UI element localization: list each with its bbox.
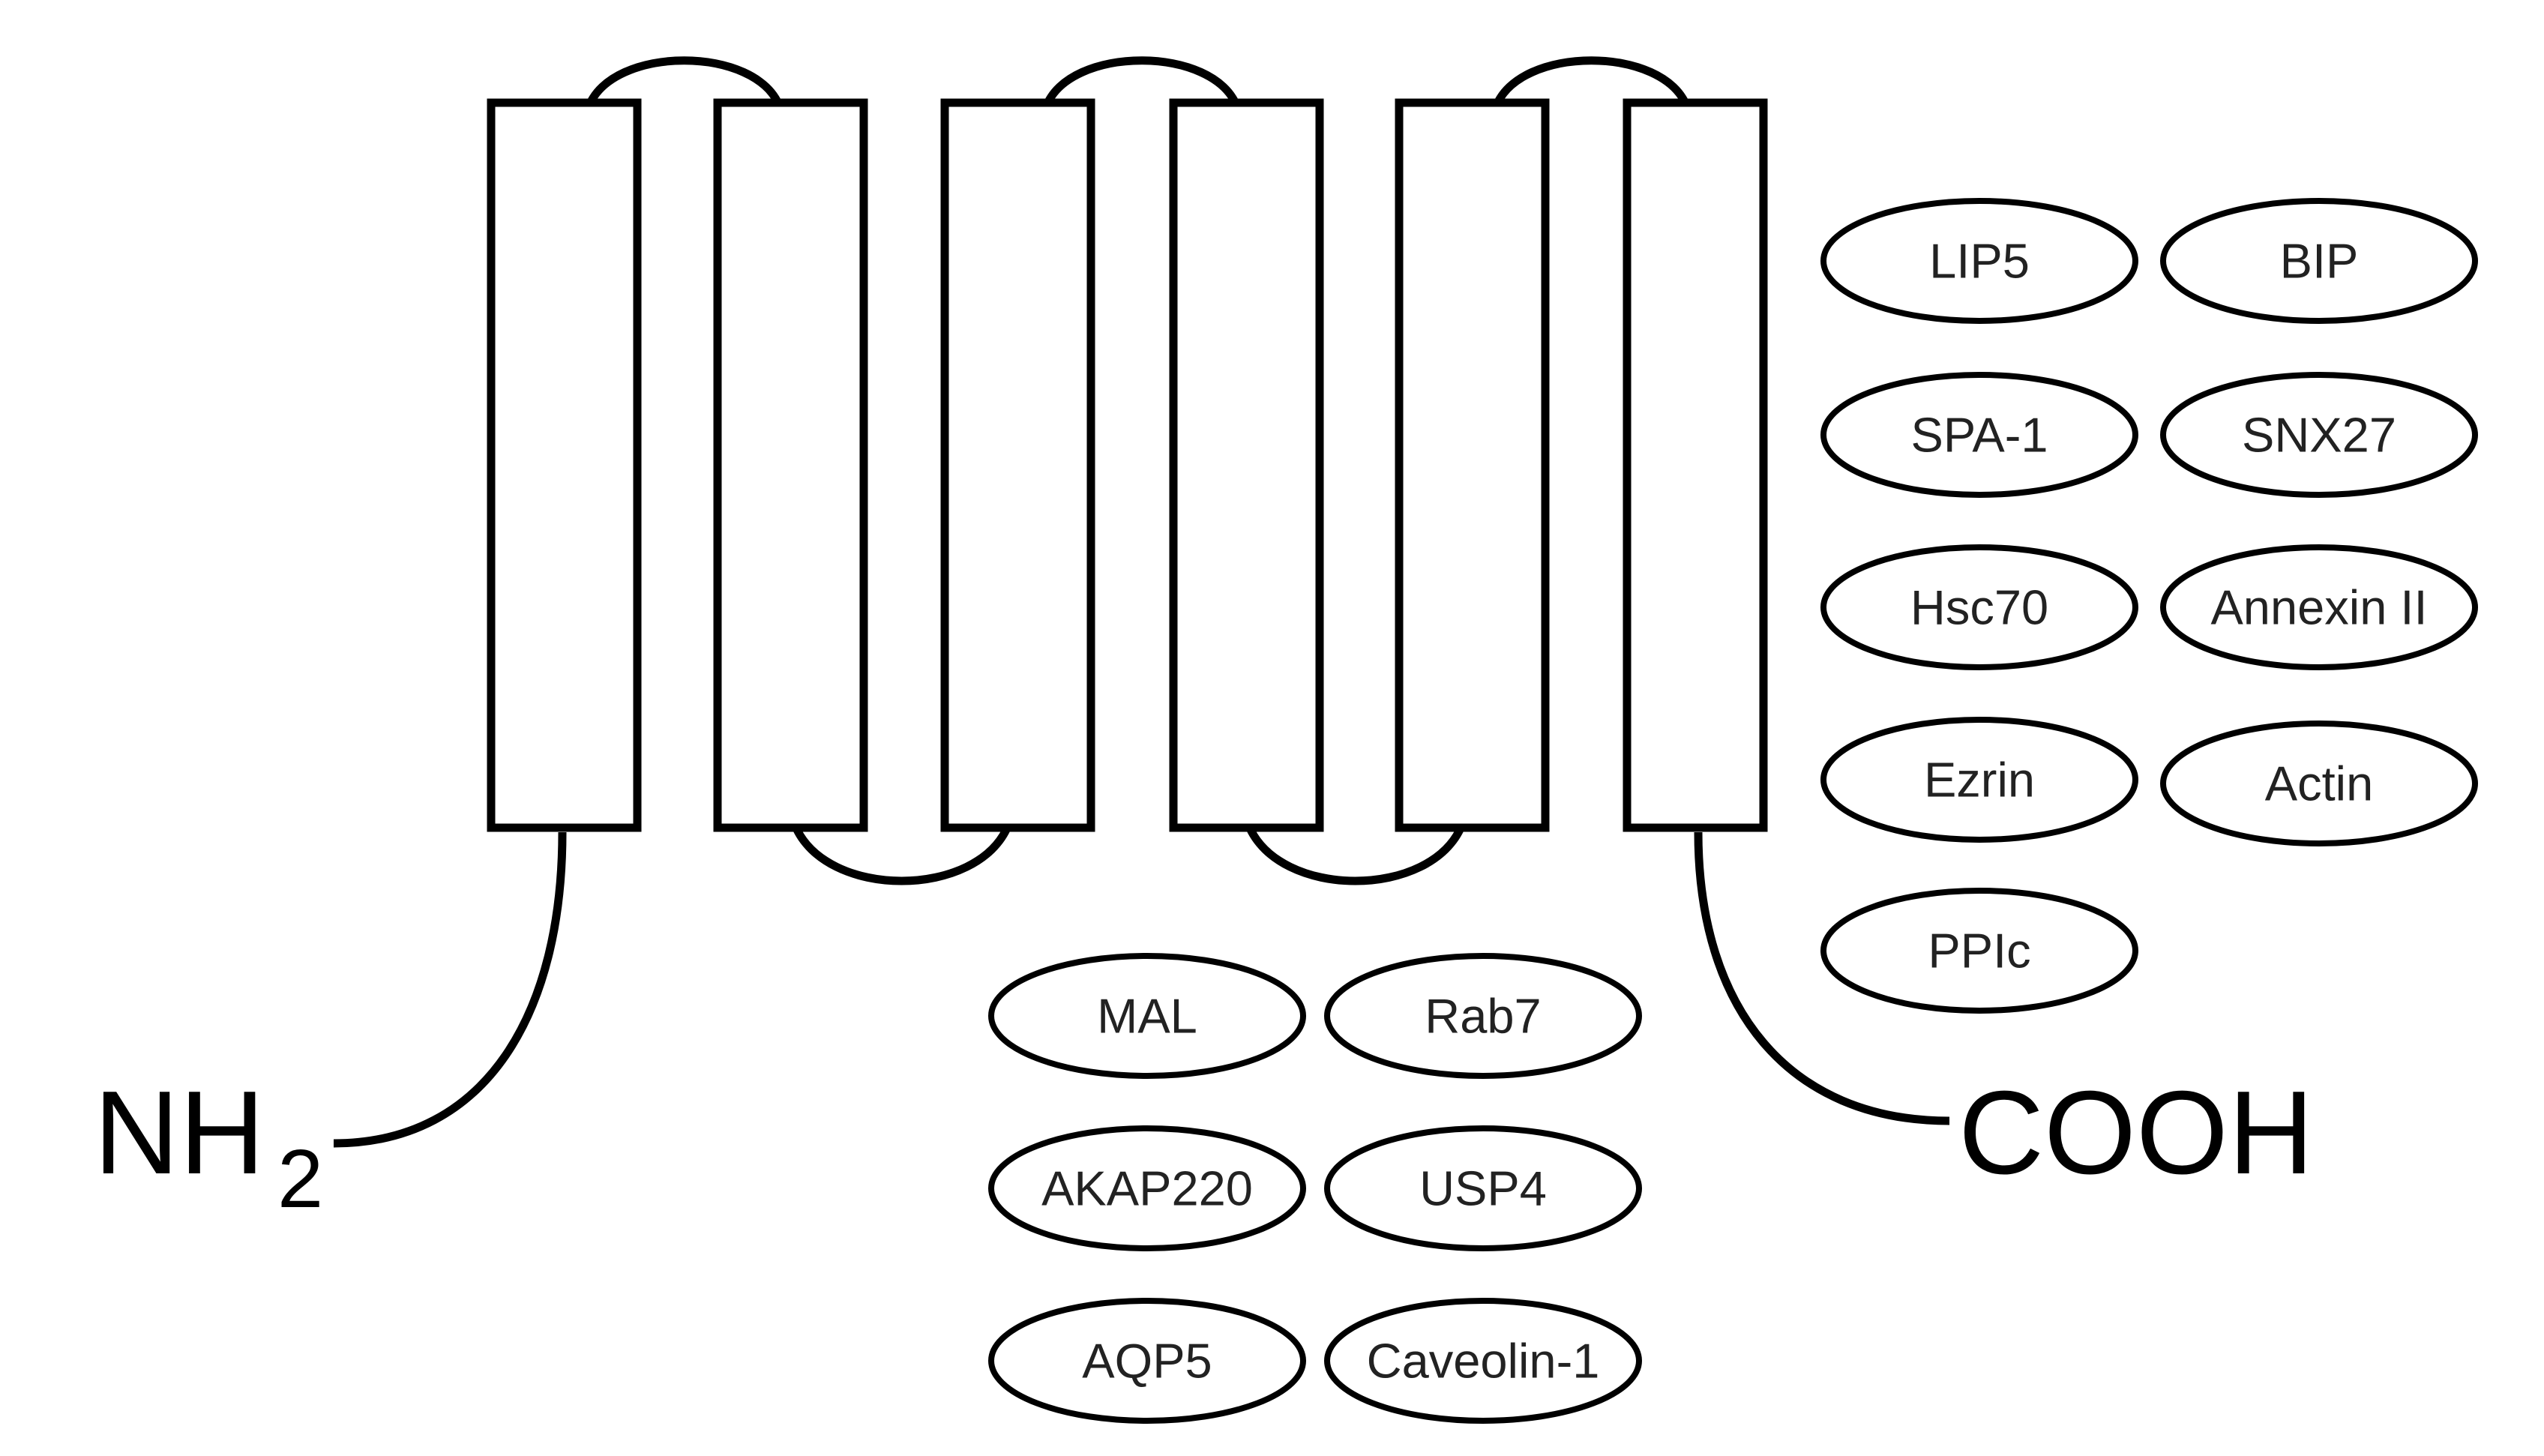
partner-label: AKAP220 (1041, 1161, 1253, 1216)
tm-helix-6 (1623, 98, 1768, 832)
partner-node: BIP (2160, 198, 2478, 324)
c-terminus-label: COOH (1958, 1067, 2314, 1199)
partner-label: Rab7 (1425, 989, 1541, 1044)
partner-node: AKAP220 (988, 1125, 1306, 1251)
partner-node: Rab7 (1324, 953, 1642, 1079)
loops (333, 56, 1950, 1148)
partner-label: LIP5 (1929, 234, 2030, 289)
transmembrane-helices (487, 98, 1768, 832)
partner-label: BIP (2280, 234, 2359, 289)
partner-node: AQP5 (988, 1298, 1306, 1424)
c-terminus-tail (1694, 831, 1950, 1125)
extracellular-loop-e (1491, 56, 1692, 109)
partner-label: MAL (1097, 989, 1197, 1044)
tm-helix-3 (940, 98, 1095, 832)
partner-label: SPA-1 (1910, 408, 2048, 463)
partner-label: Actin (2265, 756, 2374, 811)
partner-label: USP4 (1419, 1161, 1547, 1216)
partner-node: Caveolin-1 (1324, 1298, 1642, 1424)
partner-label: Annexin II (2210, 580, 2427, 635)
partner-node: Annexin II (2160, 544, 2478, 670)
partner-label: AQP5 (1082, 1334, 1212, 1389)
partner-label: Ezrin (1924, 753, 2035, 807)
n-terminus-label: NH 2 (94, 1067, 323, 1225)
intracellular-loop-d (1244, 822, 1467, 885)
tm-helix-1 (487, 98, 642, 832)
partner-node: MAL (988, 953, 1306, 1079)
c-terminal-partners: LIP5 BIP SPA-1 SNX27 Hsc70 Annexin II Ez… (1820, 198, 2478, 1014)
partner-node: Hsc70 (1820, 544, 2138, 670)
n-terminus-tail (333, 831, 567, 1148)
partner-node: Actin (2160, 721, 2478, 846)
partner-node: PPIc (1820, 888, 2138, 1014)
intracellular-loop-b (790, 822, 1013, 885)
partner-node: Ezrin (1820, 717, 2138, 843)
tm-helix-2 (713, 98, 868, 832)
n-terminus-text: NH (94, 1067, 265, 1199)
other-partners: MAL Rab7 AKAP220 USP4 AQP5 Caveolin-1 (988, 953, 1642, 1424)
tm-helix-5 (1395, 98, 1550, 832)
partner-label: Caveolin-1 (1367, 1334, 1600, 1389)
partner-node: SNX27 (2160, 372, 2478, 498)
partner-node: SPA-1 (1820, 372, 2138, 498)
extracellular-loop-c (1041, 56, 1242, 109)
n-terminus-subscript: 2 (277, 1133, 323, 1225)
partner-label: Hsc70 (1910, 580, 2048, 635)
partner-node: USP4 (1324, 1125, 1642, 1251)
partner-node: LIP5 (1820, 198, 2138, 324)
partner-label: SNX27 (2242, 408, 2396, 463)
tm-helix-4 (1169, 98, 1324, 832)
partner-label: PPIc (1928, 924, 2030, 978)
extracellular-loop-a (584, 56, 784, 109)
